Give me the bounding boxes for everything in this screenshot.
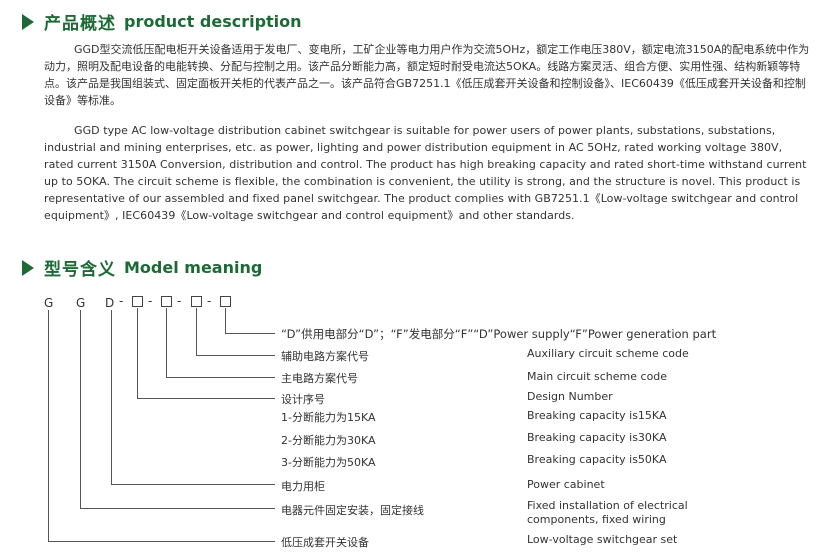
leader-line (225, 333, 275, 334)
leader-line (48, 310, 49, 541)
section-title-zh: 产品概述 (44, 14, 116, 34)
leader-line (80, 310, 81, 508)
section-header-product-description: 产品概述 product description (22, 9, 302, 34)
meaning-zh: 辅助电路方案代号 (281, 350, 369, 363)
meaning-zh: 2-分断能力为30KA (281, 434, 376, 447)
code-dash: - (207, 294, 212, 308)
triangle-bullet-icon (22, 259, 34, 276)
code-letter-g2: G (76, 296, 86, 310)
code-letter-d: D (105, 296, 115, 310)
leader-line (48, 541, 275, 542)
leader-line (166, 377, 275, 378)
section-title-zh: 型号含义 (44, 260, 116, 280)
section-header-model-meaning: 型号含义 Model meaning (22, 255, 262, 280)
meaning-en: Main circuit scheme code (527, 370, 668, 383)
code-dash: - (148, 294, 153, 308)
code-box-2 (161, 296, 172, 307)
meaning-zh: 电力用柜 (281, 480, 325, 493)
meaning-zh: 主电路方案代号 (281, 372, 358, 385)
code-box-1 (132, 296, 143, 307)
leader-line (80, 508, 275, 509)
meaning-en: Design Number (527, 390, 613, 403)
leader-line (137, 308, 138, 398)
description-paragraph-zh: GGD型交流低压配电柜开关设备适用于发电厂、变电所，工矿企业等电力用户作为交流5… (44, 43, 810, 107)
triangle-bullet-icon (22, 13, 34, 30)
leader-line (196, 308, 197, 355)
leader-line (137, 398, 275, 399)
meaning-en: Fixed installation of electrical (527, 499, 688, 512)
meaning-zh: 低压成套开关设备 (281, 536, 369, 549)
code-letter-g1: G (44, 296, 54, 310)
description-paragraph-en: GGD type AC low-voltage distribution cab… (44, 124, 807, 222)
meaning-en: Power cabinet (527, 478, 605, 491)
meaning-en: Auxiliary circuit scheme code (527, 347, 689, 360)
meaning-zh: 设计序号 (281, 393, 325, 406)
meaning-zh: 电器元件固定安装，固定接线 (281, 504, 424, 517)
leader-line (225, 308, 226, 333)
leader-line (196, 355, 275, 356)
meaning-en: Breaking capacity is15KA (527, 409, 667, 422)
code-box-4 (220, 296, 231, 307)
leader-line (166, 308, 167, 377)
code-dash: - (177, 294, 182, 308)
meaning-en: Low-voltage switchgear set (527, 533, 678, 546)
meaning-zh: 3-分断能力为50KA (281, 456, 376, 469)
leader-line (111, 310, 112, 484)
meaning-en: Breaking capacity is50KA (527, 453, 667, 466)
section-title-en: Model meaning (124, 258, 263, 277)
code-box-3 (191, 296, 202, 307)
code-dash: - (119, 294, 124, 308)
supply-part-label: “D”供用电部分“D”；“F”发电部分“F”“D”Power supply“F”… (281, 327, 717, 341)
meaning-en: Breaking capacity is30KA (527, 431, 667, 444)
meaning-zh: 1-分断能力为15KA (281, 411, 376, 424)
meaning-en-line2: components, fixed wiring (527, 513, 666, 526)
section-title-en: product description (124, 12, 302, 31)
leader-line (111, 484, 275, 485)
